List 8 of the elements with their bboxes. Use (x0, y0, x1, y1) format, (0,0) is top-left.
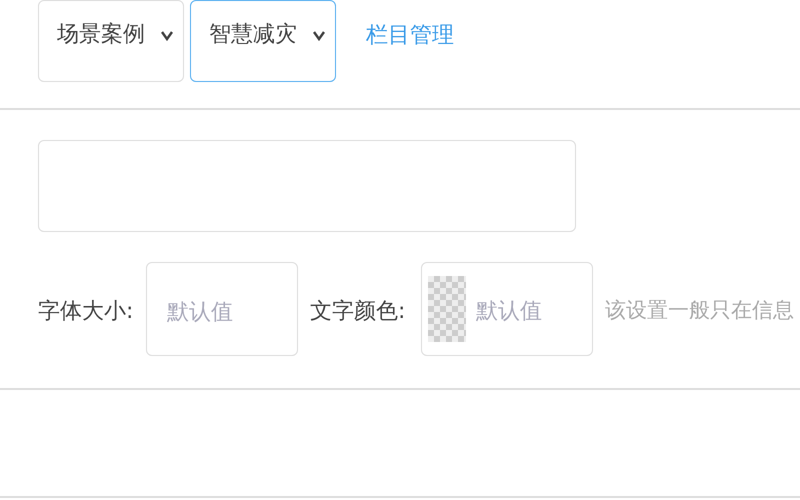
link: 栏目管理 (366, 22, 454, 50)
dropdown: 场景案例 (38, 0, 184, 82)
field-label: 字体大小: (38, 298, 134, 326)
placeholder-text: 默认值 (476, 298, 542, 326)
input-field: 默认值 (146, 262, 298, 356)
hint-text: 该设置一般只在信息 (605, 297, 794, 324)
dropdown: 智慧减灾 (190, 0, 336, 82)
field-label: 文字颜色: (310, 298, 406, 326)
